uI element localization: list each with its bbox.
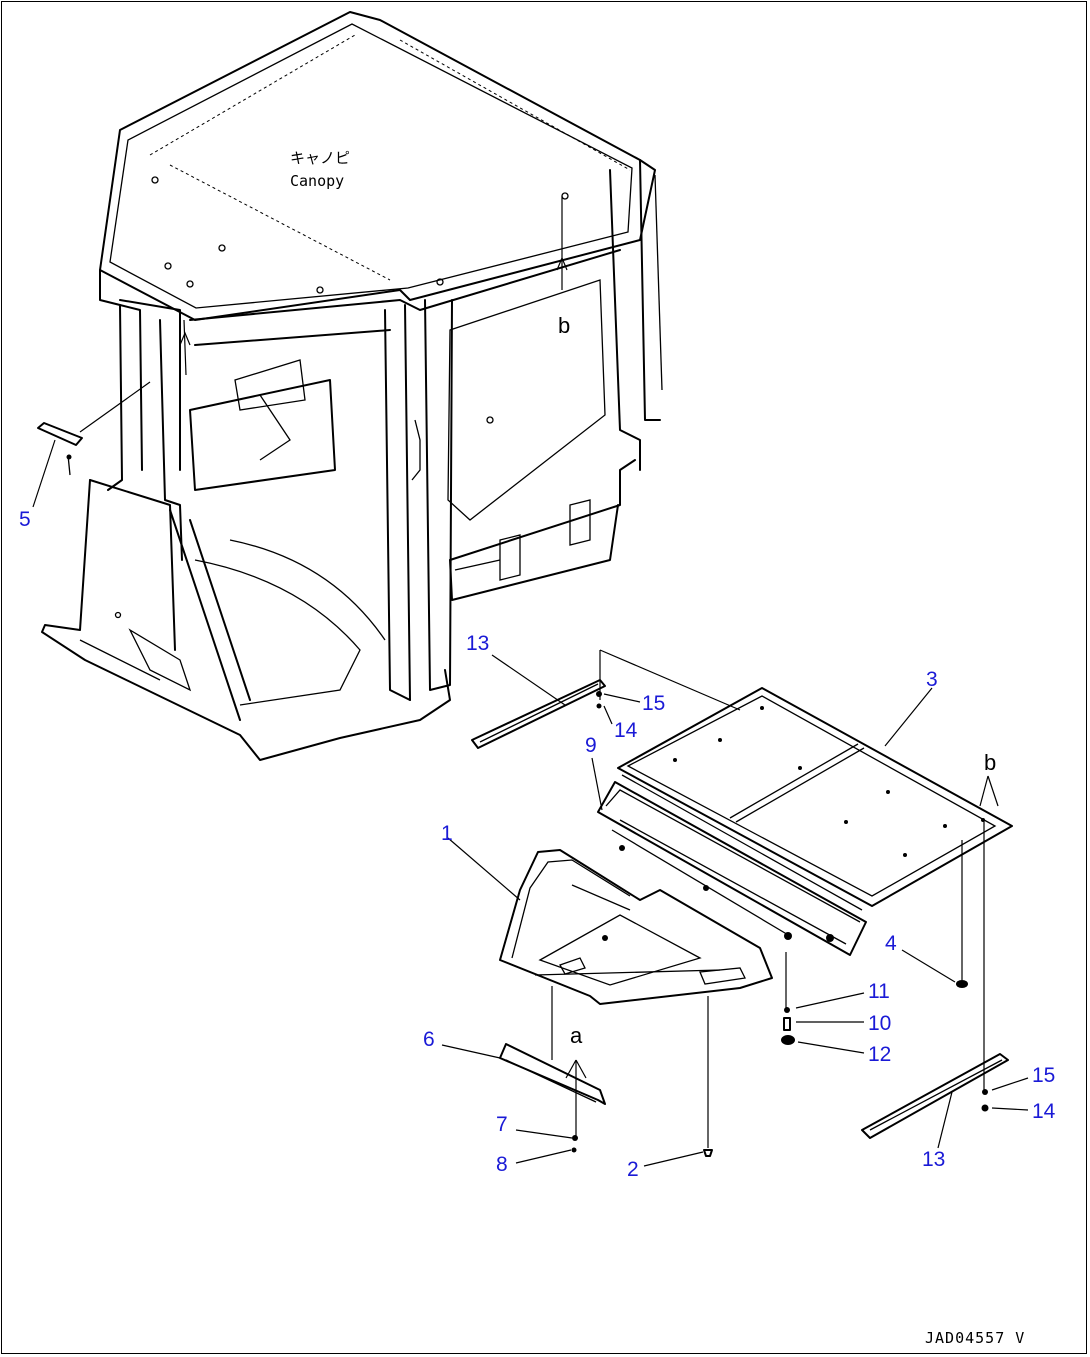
part-3-floor-plate [617,687,1013,911]
callout-1: 1 [441,822,453,845]
callout-3: 3 [926,668,938,691]
callout-13-upper: 13 [466,632,489,655]
callout-14-lower: 14 [1032,1100,1056,1123]
callout-13-lower: 13 [922,1148,945,1171]
canopy-label-jp: キャノピ [290,149,350,167]
part-1-tray [447,837,773,1005]
fastener-4 [901,949,968,988]
part-9-front-strip [591,757,867,956]
ref-mark-b-floor: b [984,750,996,775]
callout-8: 8 [496,1153,508,1176]
ref-mark-b-canopy: b [558,313,570,338]
part-5-clip [32,381,151,508]
callout-labels: 1 2 3 4 5 6 7 8 9 10 11 12 13 13 14 14 1… [19,508,1056,1181]
part-13-upper-strip [471,649,741,749]
canopy-label-en: Canopy [290,172,344,190]
callout-12: 12 [868,1043,891,1066]
ref-mark-b-arrows: b [979,750,999,807]
callout-7: 7 [496,1113,508,1136]
part-13-lower-strip [861,1053,1009,1149]
callout-5: 5 [19,508,31,531]
fasteners-lower-right [981,1077,1029,1112]
ref-mark-a: a [570,1023,583,1048]
fasteners-lower-left [515,1129,713,1167]
callout-6: 6 [423,1028,435,1051]
callout-14-upper: 14 [614,719,638,742]
callout-15-upper: 15 [642,692,665,715]
callout-11: 11 [868,980,890,1003]
callout-4: 4 [885,932,897,955]
callout-10: 10 [868,1012,891,1035]
part-6-bracket [441,1043,606,1105]
document-id: JAD04557 V [925,1329,1025,1347]
callout-15-lower: 15 [1032,1064,1055,1087]
callout-2: 2 [627,1158,639,1181]
callout-9: 9 [585,734,597,757]
canopy-assembly: キャノピ Canopy b [41,11,663,761]
fasteners-middle [781,992,865,1054]
